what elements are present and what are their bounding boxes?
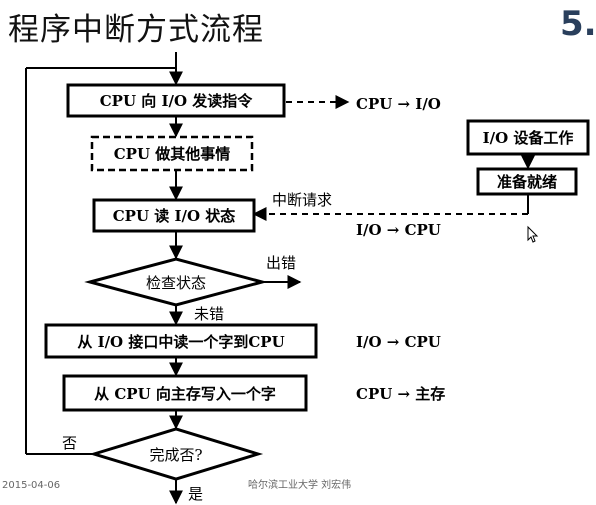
do-other-box	[90, 135, 254, 172]
write-word-box	[62, 374, 308, 412]
write-word-text: 从 CPU 向主存写入一个字	[94, 385, 276, 403]
slide-number: 5.	[560, 4, 596, 44]
io-to-cpu-label-2: I/O → CPU	[356, 333, 441, 351]
done-diamond	[88, 427, 264, 481]
cpu-to-io-label: CPU → I/O	[356, 95, 441, 113]
error-label: 出错	[266, 254, 296, 272]
check-status-text: 检查状态	[146, 274, 206, 292]
io-to-cpu-label-1: I/O → CPU	[356, 221, 441, 239]
do-other-text: CPU 做其他事情	[114, 145, 231, 163]
ready-text: 准备就绪	[497, 173, 557, 191]
send-read-cmd-box	[66, 83, 286, 118]
footer-credit: 哈尔滨工业大学 刘宏伟	[248, 478, 351, 491]
send-read-cmd-text: CPU 向 I/O 发读指令	[100, 92, 254, 110]
interrupt-request-label: 中断请求	[272, 191, 332, 209]
no-error-label: 未错	[194, 305, 224, 323]
device-work-box	[466, 119, 590, 156]
read-word-box	[44, 323, 318, 359]
slide-title: 程序中断方式流程	[8, 12, 264, 48]
yes-label: 是	[188, 485, 203, 503]
cpu-to-mem-label: CPU → 主存	[356, 385, 445, 403]
read-status-text: CPU 读 I/O 状态	[113, 207, 236, 225]
ready-box	[476, 167, 578, 196]
footer-date: 2015-04-06	[2, 480, 60, 491]
mouse-cursor-icon	[527, 225, 539, 243]
read-word-text: 从 I/O 接口中读一个字到CPU	[77, 333, 284, 351]
device-work-text: I/O 设备工作	[483, 129, 574, 147]
no-label: 否	[62, 434, 77, 452]
done-text: 完成否?	[149, 446, 202, 464]
check-status-diamond	[84, 257, 268, 307]
read-status-box	[92, 198, 256, 233]
